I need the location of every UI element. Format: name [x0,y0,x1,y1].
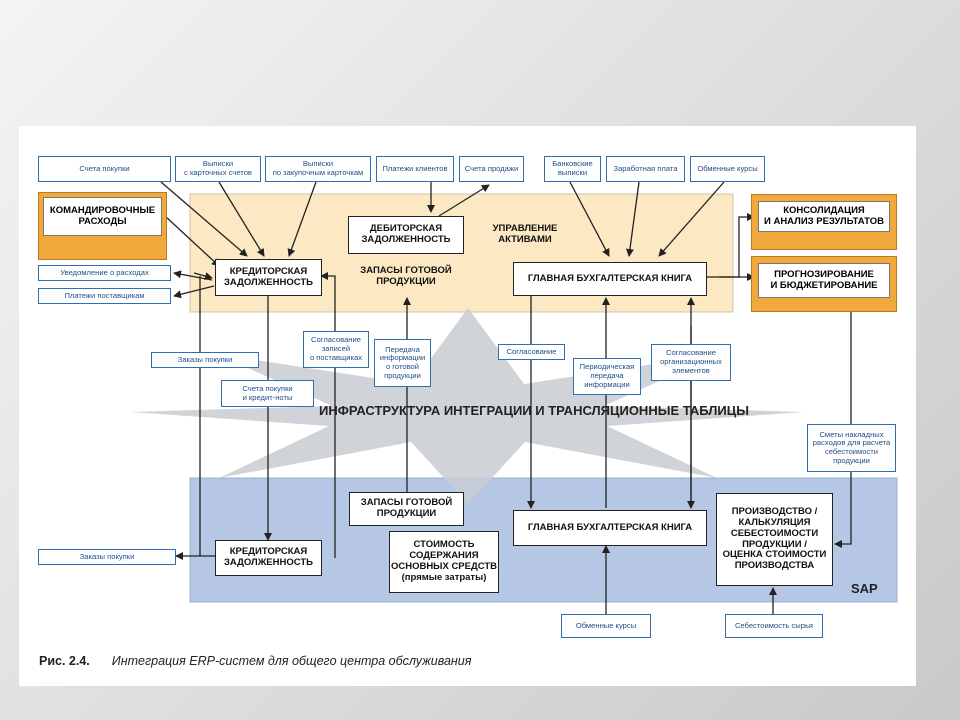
kreditor-bottom-box: КРЕДИТОРСКАЯ ЗАДОЛЖЕННОСТЬ [215,540,322,576]
label-vypiski-zakup: Выписки по закупочным карточкам [265,156,371,182]
prognoz-box: ПРОГНОЗИРОВАНИЕ И БЮДЖЕТИРОВАНИЕ [751,256,897,312]
label-soglasovanie: Согласование [498,344,565,360]
konsolidacia-label: КОНСОЛИДАЦИЯ И АНАЛИЗ РЕЗУЛЬТАТОВ [758,201,890,232]
caption-text: Интеграция ERP-систем для общего центра … [111,654,472,668]
label-soglasovanie-org: Согласование организационных элементов [651,344,731,381]
label-bankovskie-vypiski: Банковские выписки [544,156,601,182]
label-zakazy-pokupki-top: Заказы покупки [151,352,259,368]
glavnaya-kniga-bottom-box: ГЛАВНАЯ БУХГАЛТЕРСКАЯ КНИГА [513,510,707,546]
label-zakazy-pokupki-bottom: Заказы покупки [38,549,176,565]
label-vypiski-kart: Выписки с карточных счетов [175,156,261,182]
prognoz-label: ПРОГНОЗИРОВАНИЕ И БЮДЖЕТИРОВАНИЕ [758,263,890,298]
sap-label: SAP [851,581,878,596]
diagram-figure: Счета покупки Выписки с карточных счетов… [19,126,916,686]
glavnaya-kniga-top-box: ГЛАВНАЯ БУХГАЛТЕРСКАЯ КНИГА [513,262,707,296]
label-platezhi-postavshikam: Платежи поставщикам [38,288,171,304]
label-obmennye-kursy-bottom: Обменные курсы [561,614,651,638]
komandirovochnye-box: КОМАНДИРОВОЧНЫЕ РАСХОДЫ [38,192,167,260]
label-obmennye-kursy-top: Обменные курсы [690,156,765,182]
zapasy-top: ЗАПАСЫ ГОТОВОЙ ПРОДУКЦИИ [360,265,452,287]
zapasy-bottom-box: ЗАПАСЫ ГОТОВОЙ ПРОДУКЦИИ [349,492,464,526]
upravlenie-aktivami: УПРАВЛЕНИЕ АКТИВАМИ [492,223,558,245]
label-uvedomlenie: Уведомление о расходах [38,265,171,281]
figure-caption: Рис. 2.4. Интеграция ERP-систем для общег… [39,654,899,668]
debitor-box: ДЕБИТОРСКАЯ ЗАДОЛЖЕННОСТЬ [348,216,464,254]
label-scheta-kredit-noty: Счета покупки и кредит-ноты [221,380,314,407]
label-periodicheskaya: Периодическая передача информации [573,358,641,395]
proizvodstvo-box: ПРОИЗВОДСТВО / КАЛЬКУЛЯЦИЯ СЕБЕСТОИМОСТИ… [716,493,833,586]
infrastructure-star [131,308,804,504]
label-scheta-pokupki: Счета покупки [38,156,171,182]
label-soglasovanie-zapisey: Согласование записей о поставщиках [303,331,369,368]
label-zarabotnaya-plata: Заработная плата [606,156,685,182]
label-scheta-prodazhi: Счета продажи [459,156,524,182]
stoimost-box: СТОИМОСТЬ СОДЕРЖАНИЯ ОСНОВНЫХ СРЕДСТВ (п… [389,531,499,593]
konsolidacia-box: КОНСОЛИДАЦИЯ И АНАЛИЗ РЕЗУЛЬТАТОВ [751,194,897,250]
label-peredacha-informacii: Передача информации о готовой продукции [374,339,431,387]
diagram-canvas [131,181,898,614]
label-sebestoimost-syrya: Себестоимость сырья [725,614,823,638]
komandirovochnye-label: КОМАНДИРОВОЧНЫЕ РАСХОДЫ [43,197,162,236]
caption-number: Рис. 2.4. [39,654,90,668]
kreditor-top-box: КРЕДИТОРСКАЯ ЗАДОЛЖЕННОСТЬ [215,259,322,296]
label-smety: Сметы накладных расходов для расчета себ… [807,424,896,472]
infra-title: ИНФРАСТРУКТУРА ИНТЕГРАЦИИ И ТРАНСЛЯЦИОНН… [319,403,749,418]
label-platezhi-klientov: Платежи клиентов [376,156,454,182]
